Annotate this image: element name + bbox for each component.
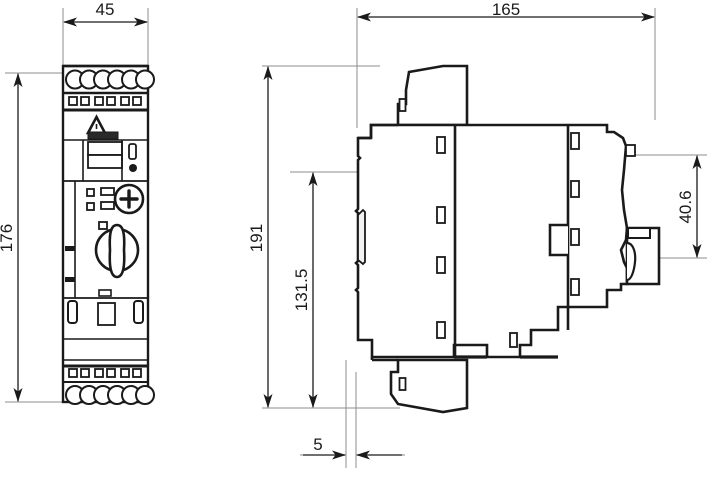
dimension-label-width: 45 xyxy=(96,0,115,19)
dimension-label-height-total: 191 xyxy=(247,224,266,252)
mid-notch xyxy=(548,223,568,257)
dimension-label-height-mount: 131.5 xyxy=(292,269,311,312)
upper-module xyxy=(63,114,148,182)
front-view xyxy=(61,64,155,405)
accessory-cap xyxy=(627,227,651,239)
top-terminal-block xyxy=(63,64,155,112)
latch-left xyxy=(67,300,78,324)
dimension-label-offset: 5 xyxy=(313,435,322,454)
body-profile xyxy=(354,123,629,359)
bottom-terminal-block xyxy=(63,368,155,405)
label-strip xyxy=(87,131,119,140)
accessory-lever xyxy=(626,241,637,282)
lower-module xyxy=(63,300,148,368)
reset-button[interactable] xyxy=(128,143,137,160)
vent-slots-left xyxy=(436,136,446,339)
bottom-terminal-screws xyxy=(65,385,155,405)
dimension-label-height-right: 40.6 xyxy=(676,190,695,223)
top-terminal-cover xyxy=(396,64,469,127)
test-button[interactable] xyxy=(129,164,137,172)
status-indicators xyxy=(86,187,115,230)
center-window xyxy=(97,302,116,326)
upper-right-tab xyxy=(625,144,636,157)
side-view xyxy=(354,64,661,414)
dimension-arrows xyxy=(13,12,702,460)
bottom-terminal-contacts xyxy=(68,368,142,378)
control-face xyxy=(63,181,148,299)
bottom-step-slot xyxy=(509,332,518,348)
vent-slots-right xyxy=(570,132,580,296)
lock-slot xyxy=(98,289,112,297)
dimension-label-height-front: 176 xyxy=(0,224,16,252)
bottom-cover-slot xyxy=(398,377,407,391)
indicator-window xyxy=(87,141,123,169)
side-accessory-module xyxy=(625,226,661,286)
top-terminal-screws xyxy=(65,69,155,90)
rotary-knob[interactable] xyxy=(94,223,140,279)
bottom-terminal-cover xyxy=(389,358,469,414)
current-setting-screw-icon[interactable] xyxy=(113,183,145,215)
side-tabs xyxy=(65,246,75,282)
top-terminal-contacts xyxy=(68,96,142,106)
top-cover-slot xyxy=(398,98,407,112)
dimension-label-depth: 165 xyxy=(492,0,520,19)
latch-right xyxy=(133,300,144,324)
din-rail-latch xyxy=(357,208,366,266)
